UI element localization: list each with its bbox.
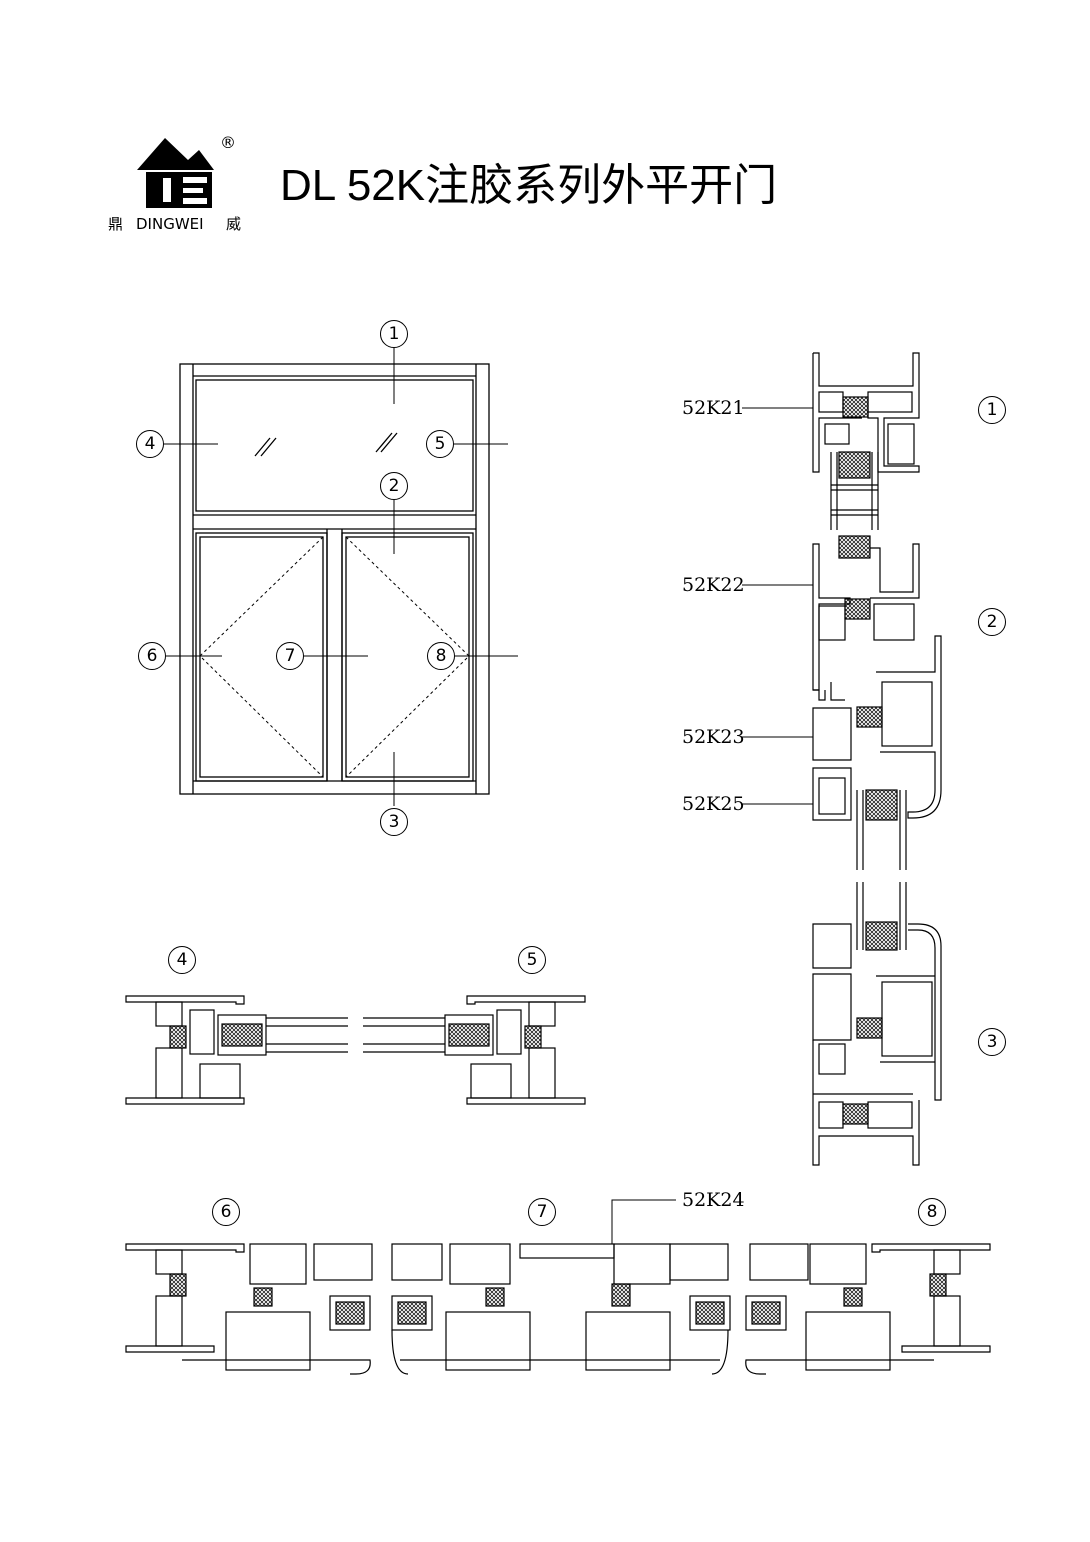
door-elevation [164, 348, 518, 806]
brand-name: DINGWEI [136, 215, 204, 233]
callout-7: 7 [276, 642, 304, 670]
section-number-7: 7 [528, 1198, 556, 1226]
page-title: DL 52K注胶系列外平开门 [280, 161, 778, 210]
registered-mark: ® [220, 133, 236, 152]
brand-logo [137, 138, 214, 208]
vertical-section [742, 352, 942, 1166]
section-number-1: 1 [978, 396, 1006, 424]
horizontal-section-top [125, 995, 586, 1105]
section-number-8: 8 [918, 1198, 946, 1226]
section-number-2: 2 [978, 608, 1006, 636]
callout-6: 6 [138, 642, 166, 670]
section-number-4: 4 [168, 946, 196, 974]
callout-3: 3 [380, 808, 408, 836]
profile-label-52k23: 52K23 [682, 726, 745, 748]
callout-4: 4 [136, 430, 164, 458]
profile-label-52k22: 52K22 [682, 574, 745, 596]
horizontal-section-bottom [125, 1199, 991, 1375]
profile-label-52k25: 52K25 [682, 793, 745, 815]
callout-8: 8 [427, 642, 455, 670]
brand-char-right: 威 [226, 215, 242, 233]
profile-label-52k24: 52K24 [682, 1189, 745, 1211]
callout-2: 2 [380, 472, 408, 500]
section-number-3: 3 [978, 1028, 1006, 1056]
brand-char-left: 鼎 [108, 215, 124, 233]
section-number-6: 6 [212, 1198, 240, 1226]
profile-label-52k21: 52K21 [682, 397, 745, 419]
callout-5: 5 [426, 430, 454, 458]
section-number-5: 5 [518, 946, 546, 974]
callout-1: 1 [380, 320, 408, 348]
